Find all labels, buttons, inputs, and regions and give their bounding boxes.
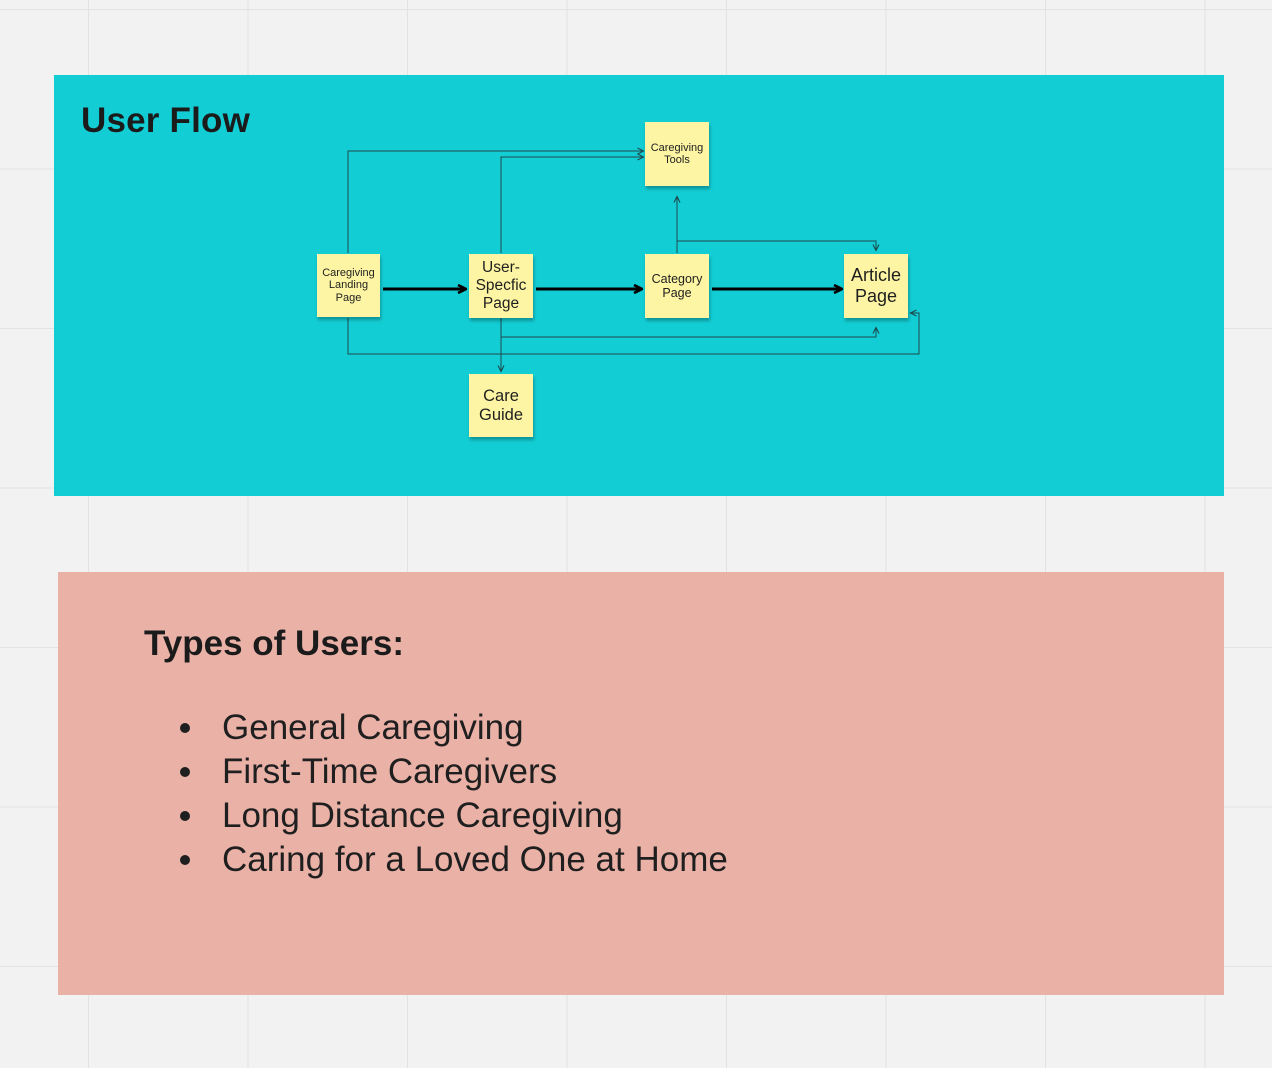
list-item: Long Distance Caregiving xyxy=(180,794,728,838)
edge-landing-to-tools xyxy=(347,151,643,253)
sticky-user-specific-page[interactable]: User- Specfic Page xyxy=(469,254,533,318)
bullet-icon xyxy=(180,855,190,865)
edge-category-to-article-top xyxy=(677,240,876,250)
bullet-icon xyxy=(180,811,190,821)
edge-user-specific-to-tools xyxy=(500,157,643,253)
flow-connectors xyxy=(347,75,920,496)
bullet-icon xyxy=(180,723,190,733)
list-item-label: Long Distance Caregiving xyxy=(222,796,623,835)
list-item-label: General Caregiving xyxy=(222,708,524,747)
list-item: General Caregiving xyxy=(180,706,728,750)
user-flow-frame: User Flow Caregiving Landing Page User- … xyxy=(54,75,1224,496)
user-types-list: General Caregiving First-Time Caregivers… xyxy=(176,706,728,882)
sticky-caregiving-tools[interactable]: Caregiving Tools xyxy=(645,122,709,186)
edge-landing-to-article-bottom xyxy=(347,313,920,355)
list-item: First-Time Caregivers xyxy=(180,750,728,794)
types-of-users-title: Types of Users: xyxy=(144,624,404,663)
user-flow-title: User Flow xyxy=(81,101,251,140)
sticky-label: Caregiving Landing Page xyxy=(322,266,375,304)
sticky-label: User- Specfic Page xyxy=(475,259,527,312)
sticky-care-guide[interactable]: Care Guide xyxy=(469,374,533,437)
sticky-label: Caregiving Tools xyxy=(650,141,704,167)
sticky-caregiving-landing-page[interactable]: Caregiving Landing Page xyxy=(317,254,380,317)
sticky-article-page[interactable]: Article Page xyxy=(844,254,908,318)
sticky-label: Category Page xyxy=(651,271,703,301)
list-item-label: Caring for a Loved One at Home xyxy=(222,840,728,879)
sticky-category-page[interactable]: Category Page xyxy=(645,254,709,318)
sticky-label: Article Page xyxy=(850,265,901,306)
bullet-icon xyxy=(180,767,190,777)
sticky-label: Care Guide xyxy=(478,387,524,424)
types-of-users-frame: Types of Users: General Caregiving First… xyxy=(58,572,1224,995)
edge-user-specific-to-article-bottom xyxy=(500,318,876,338)
list-item: Caring for a Loved One at Home xyxy=(180,838,728,882)
list-item-label: First-Time Caregivers xyxy=(222,752,558,791)
